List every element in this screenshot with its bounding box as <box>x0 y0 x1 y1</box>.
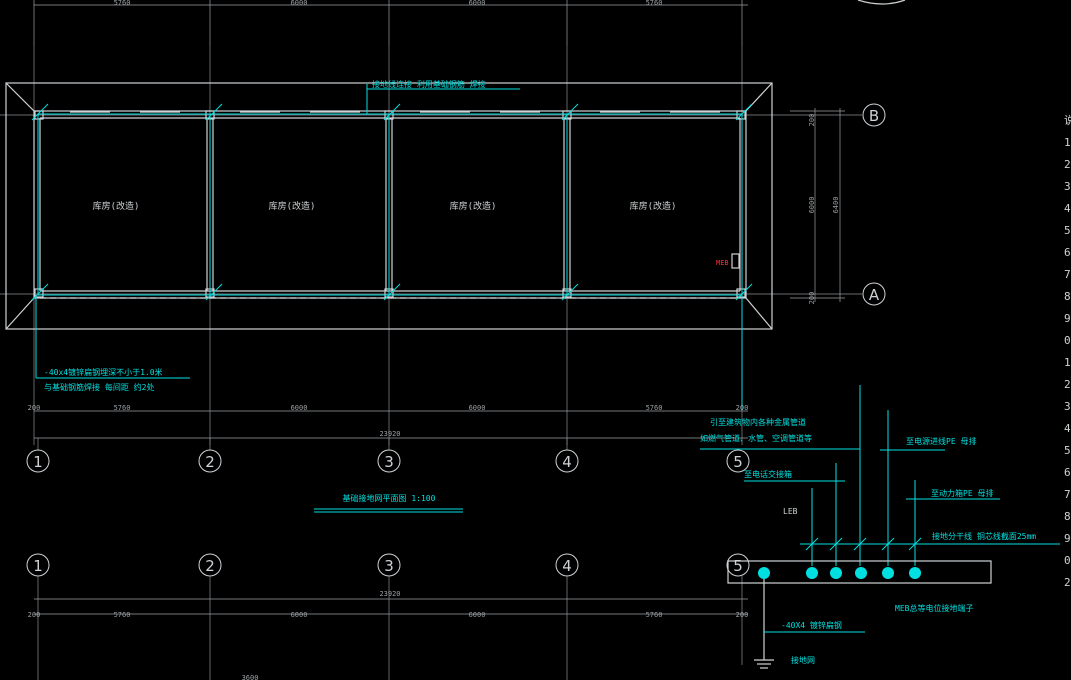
note-left-1: -40x4镀锌扁钢埋深不小于1.0米 <box>44 367 163 377</box>
room-label-4: 库房(改造) <box>630 200 677 212</box>
right-fragment-3: 3 <box>1064 180 1071 193</box>
room-label-2: 库房(改造) <box>269 200 316 212</box>
legend-wire-1: 至电源进线PE 母排 <box>906 436 976 446</box>
top-dimension-strip: 5760 6000 6000 5760 <box>33 0 748 46</box>
right-fragment-9: 9 <box>1064 312 1071 325</box>
dim2-bot-5: 5760 <box>646 611 663 619</box>
legend-wire-3: 至动力箱PE 母排 <box>931 488 993 498</box>
dim-bot-3: 6000 <box>291 404 308 412</box>
legend-bus-label: MEB总等电位接地端子 <box>895 603 973 613</box>
lower-dimension-strip: 23920 200 5760 6000 6000 5760 200 3600 <box>28 590 749 680</box>
dim-side-2: 6000 <box>808 197 816 214</box>
legend-earth: 接地网 <box>791 655 815 665</box>
axis-col-2: 2 <box>205 453 215 471</box>
right-fragment-0: 说 <box>1064 113 1071 127</box>
right-fragment-12: 2 <box>1064 378 1071 391</box>
partial-circle <box>857 0 906 5</box>
room-label-1: 库房(改造) <box>93 200 140 212</box>
right-fragment-13: 3 <box>1064 400 1071 413</box>
right-fragment-7: 7 <box>1064 268 1071 281</box>
right-edge-text-column: 说 1 2 3 4 5 6 7 8 9 0 1 2 3 4 5 6 7 8 9 0 2 <box>1064 113 1071 589</box>
dim2-bot-1: 200 <box>28 611 41 619</box>
legend-wire-2: 至电话交接箱 <box>744 469 792 479</box>
legend-leb: LEB <box>783 507 798 516</box>
dim-total: 23920 <box>379 430 400 438</box>
legend-steel: -40X4 镀锌扁钢 <box>781 620 842 630</box>
right-fragment-15: 5 <box>1064 444 1071 457</box>
column-axis-row-2: 1 2 3 4 5 <box>26 553 750 680</box>
room-label-3: 库房(改造) <box>450 200 497 212</box>
bottom-dimension-strip: 200 5760 6000 6000 5760 200 23920 <box>28 404 749 439</box>
right-fragment-2: 2 <box>1064 158 1071 171</box>
right-fragment-1: 1 <box>1064 136 1071 149</box>
right-fragment-18: 8 <box>1064 510 1071 523</box>
dim2-bot-6: 200 <box>736 611 749 619</box>
dim2-bot-3: 6000 <box>291 611 308 619</box>
meb-tag: MEB <box>716 259 729 267</box>
dim2-bot-4: 6000 <box>469 611 486 619</box>
dim-partial: 3600 <box>242 674 259 680</box>
axis2-col-5: 5 <box>733 557 743 575</box>
dim-side-3: 200 <box>808 292 816 305</box>
right-fragment-8: 8 <box>1064 290 1071 303</box>
dim-bot-1: 200 <box>28 404 41 412</box>
right-fragment-5: 5 <box>1064 224 1071 237</box>
axis-row-b: B <box>869 107 879 125</box>
dim-top-4: 5760 <box>646 0 663 7</box>
axis-row-a: A <box>869 286 880 304</box>
axis2-col-4: 4 <box>562 557 572 575</box>
side-dimension: 200 6000 200 6400 <box>790 108 845 304</box>
right-fragment-20: 0 <box>1064 554 1071 567</box>
right-fragment-16: 6 <box>1064 466 1071 479</box>
dim-top-2: 6000 <box>291 0 308 7</box>
drawing-title: 基础接地网平面图 1:100 <box>343 493 436 503</box>
dim-bot-2: 5760 <box>114 404 131 412</box>
dim-side-4: 6400 <box>832 197 840 214</box>
axis2-col-1: 1 <box>33 557 43 575</box>
legend-line-2: 如燃气管道、水管、空调管道等 <box>700 433 812 443</box>
column-axis-row-1: 1 2 3 4 5 <box>26 438 750 473</box>
dim-total-2: 23920 <box>379 590 400 598</box>
grounding-ring <box>31 84 753 410</box>
right-fragment-14: 4 <box>1064 422 1071 435</box>
right-fragment-19: 9 <box>1064 532 1071 545</box>
right-fragment-11: 1 <box>1064 356 1071 369</box>
right-fragment-21: 2 <box>1064 576 1071 589</box>
right-fragment-17: 7 <box>1064 488 1071 501</box>
note-left-2: 与基础钢筋焊接 每间距 约2处 <box>44 382 154 392</box>
right-fragment-6: 6 <box>1064 246 1071 259</box>
legend-wire-4: 接地分干线 铜芯线截面25mm <box>932 531 1036 541</box>
right-fragment-10: 0 <box>1064 334 1071 347</box>
axis-col-3: 3 <box>384 453 394 471</box>
dim2-bot-2: 5760 <box>114 611 131 619</box>
right-fragment-4: 4 <box>1064 202 1071 215</box>
axis2-col-3: 3 <box>384 557 394 575</box>
dim-top-1: 5760 <box>114 0 131 7</box>
axis2-col-2: 2 <box>205 557 215 575</box>
meb-bus-bar <box>727 560 992 584</box>
dim-bot-5: 5760 <box>646 404 663 412</box>
meb-legend: 引至建筑物内各种金属管道 如燃气管道、水管、空调管道等 至电源进线PE 母排 至… <box>700 385 1060 669</box>
dim-top-3: 6000 <box>469 0 486 7</box>
note-top: 接地线连接 利用基础钢筋 焊接 <box>372 79 486 89</box>
dim-side-1: 200 <box>808 114 816 127</box>
dim-bot-4: 6000 <box>469 404 486 412</box>
legend-line-1: 引至建筑物内各种金属管道 <box>710 417 806 427</box>
dim-bot-6: 200 <box>736 404 749 412</box>
axis-col-4: 4 <box>562 453 572 471</box>
meb-box <box>731 253 740 269</box>
building-outline <box>5 82 773 330</box>
axis-col-1: 1 <box>33 453 43 471</box>
axis-col-5: 5 <box>733 453 743 471</box>
